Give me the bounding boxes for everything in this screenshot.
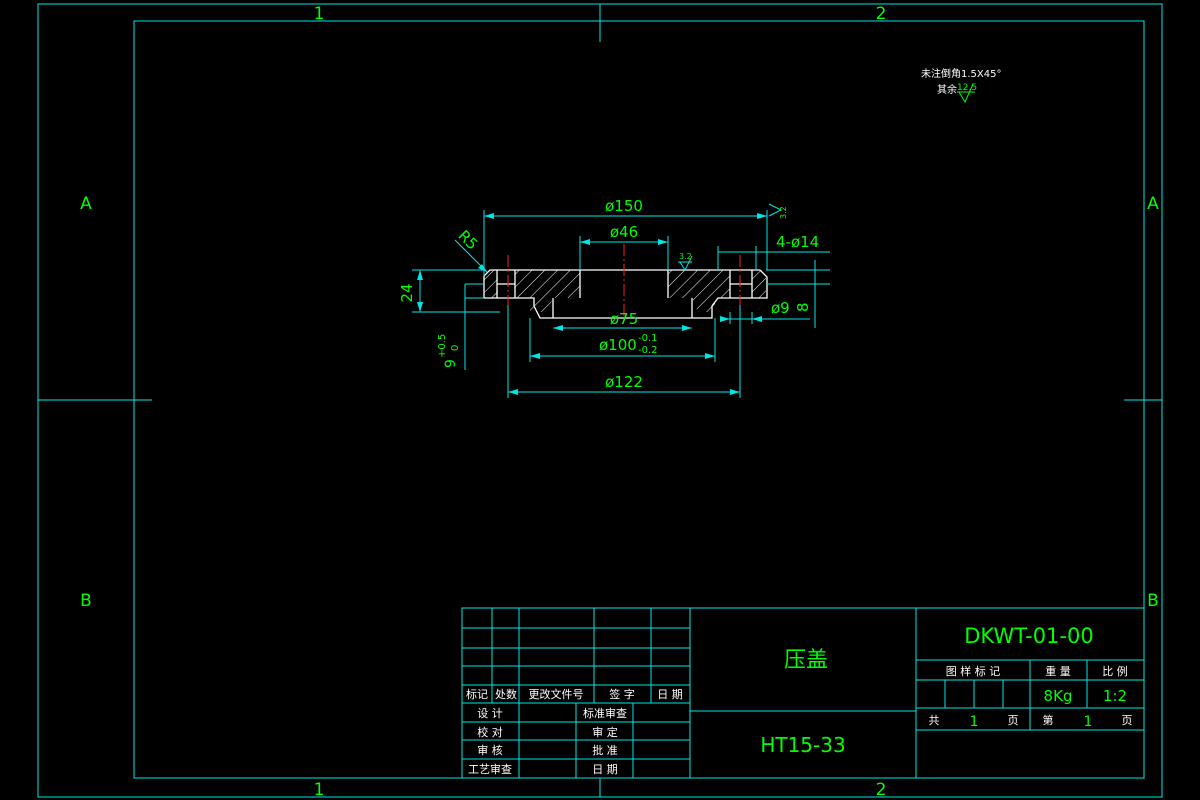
part-section: [483, 244, 768, 324]
zone-top-2: 2: [876, 4, 887, 24]
zone-right-b: B: [1147, 591, 1159, 611]
dim-d100-lower: -0.2: [638, 345, 658, 356]
sheet-current-unit: 页: [1122, 714, 1133, 727]
role-review: 审 核: [477, 743, 503, 757]
roughness-marks: [678, 203, 783, 272]
sheet-total-label: 共: [929, 714, 940, 727]
title-block-texts: 压盖 HT15-33 DKWT-01-00 标记 处数 更改文件号 签 字 日 …: [466, 624, 1133, 776]
role-approve-check: 审 定: [592, 725, 618, 739]
zone-top-1: 1: [314, 4, 325, 24]
dim-h24: 24: [398, 283, 416, 302]
dim-h8: 8: [794, 302, 812, 312]
sheet-current-label: 第: [1043, 713, 1054, 727]
weight-value: 8Kg: [1044, 687, 1073, 705]
material: HT15-33: [760, 733, 845, 757]
rev-header-date: 日 期: [657, 688, 683, 701]
dimension-texts: ø150 ø46 4-ø14 R5 24 9 +0.5 0 ø75 ø100 -…: [398, 197, 819, 391]
zone-left-a: A: [80, 194, 92, 214]
dim-d100-upper: -0.1: [638, 333, 658, 344]
section-edges: [496, 270, 753, 318]
role-process: 工艺审查: [468, 762, 512, 776]
arrowheads: [417, 213, 767, 395]
title-block: 压盖 HT15-33 DKWT-01-00 标记 处数 更改文件号 签 字 日 …: [461, 607, 1145, 779]
info-header-mark: 图 样 标 记: [946, 664, 1001, 678]
drawing-number: DKWT-01-00: [964, 624, 1093, 648]
zone-bottom-1: 1: [314, 780, 325, 800]
drawing-frame: [37, 3, 1163, 798]
dim-d9: ø9: [771, 299, 790, 317]
role-approve: 批 准: [592, 743, 618, 757]
dim-r5: R5: [455, 227, 482, 254]
dim-d100: ø100: [599, 336, 637, 354]
dim-d150: ø150: [605, 197, 643, 215]
sheet-total-value: 1: [970, 714, 979, 730]
technical-notes: 未注倒角1.5X45° 其余 12.5: [921, 67, 1001, 104]
info-header-weight: 重 量: [1045, 664, 1071, 678]
dim-ra-right: 3.2: [779, 206, 788, 219]
zone-left-b: B: [80, 591, 92, 611]
info-header-scale: 比 例: [1102, 664, 1128, 678]
role-check: 校 对: [477, 725, 503, 739]
zone-right-a: A: [1147, 194, 1159, 214]
roughness-symbol: [957, 83, 975, 104]
role-standard: 标准审查: [583, 706, 627, 720]
chamfer-note: 未注倒角1.5X45°: [921, 67, 1001, 80]
zone-markers: 1 2 1 2 A B A B: [80, 4, 1159, 800]
outer-border: [37, 3, 1163, 798]
role-date: 日 期: [592, 763, 618, 776]
scale-value: 1:2: [1103, 687, 1127, 705]
dimension-lines: [412, 210, 830, 398]
dim-d46: ø46: [610, 223, 638, 241]
dim-d122: ø122: [605, 373, 643, 391]
sheet-total-unit: 页: [1008, 714, 1019, 727]
dim-h9-upper: +0.5: [437, 334, 448, 358]
dim-d14: 4-ø14: [776, 233, 819, 251]
dim-ra-top: 3.2: [679, 252, 692, 261]
zone-bottom-2: 2: [876, 780, 887, 800]
part-name: 压盖: [784, 648, 828, 673]
rev-header-doc: 更改文件号: [529, 687, 584, 701]
dim-d75: ø75: [610, 310, 638, 328]
rev-header-sign: 签 字: [609, 687, 635, 701]
rev-header-mark: 标记: [466, 687, 488, 701]
dim-h9-lower: 0: [450, 345, 461, 351]
hatch-areas: [484, 270, 766, 312]
center-lines: [507, 244, 741, 324]
roughness-prefix: 其余: [937, 83, 957, 96]
sheet-current-value: 1: [1084, 714, 1093, 730]
role-design: 设 计: [477, 707, 503, 720]
title-block-grid: [461, 607, 1145, 779]
roughness-value: 12.5: [957, 83, 977, 93]
dim-h9: 9: [443, 359, 459, 368]
rev-header-count: 处数: [495, 688, 517, 701]
